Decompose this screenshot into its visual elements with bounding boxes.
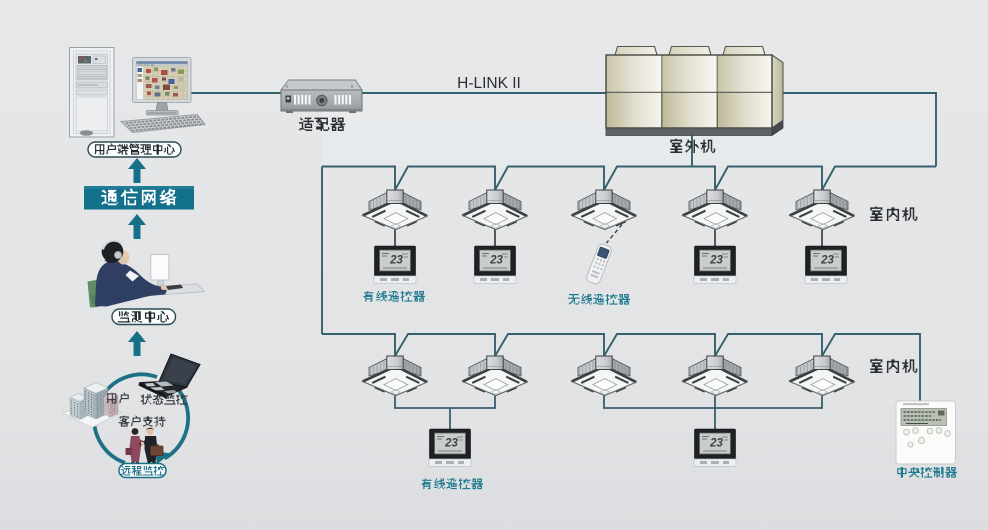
svg-text:H-LINK II: H-LINK II xyxy=(457,75,521,92)
